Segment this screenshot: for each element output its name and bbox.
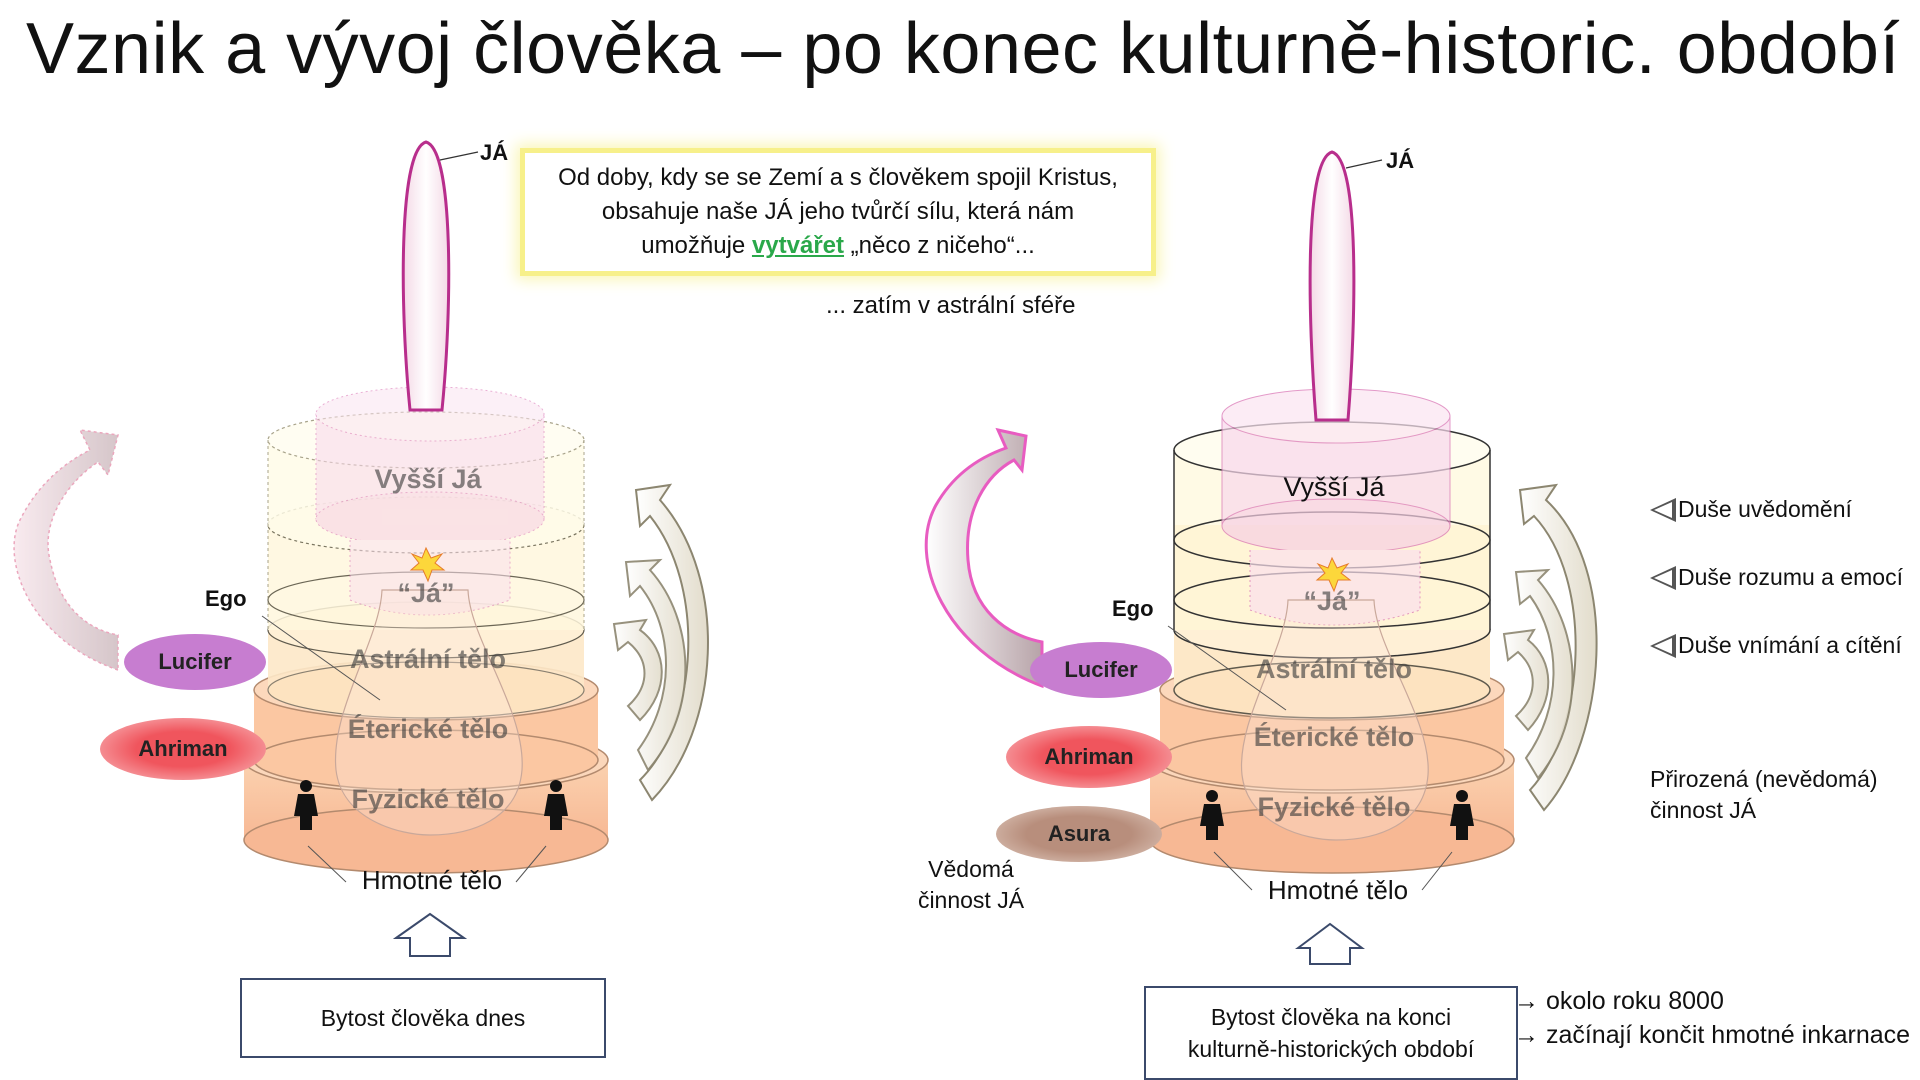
ja-flame-left: [401, 140, 451, 412]
layer-label-astral-right: Astrální tělo: [1255, 654, 1413, 684]
christ-callout-box: Od doby, kdy se se Zemí a s člověkem spo…: [520, 148, 1156, 276]
layer-label-physical-left: Fyzické tělo: [351, 784, 505, 814]
ja-label-right: JÁ: [1386, 148, 1415, 173]
timeline-notes: → okolo roku 8000 → začínají končit hmot…: [1514, 984, 1910, 1052]
person-icon-left-b: [544, 780, 568, 830]
ja-flame-right: [1308, 150, 1356, 422]
glass-bulb-left: [334, 589, 523, 836]
astral-sphere-note: ... zatím v astrální sféře: [826, 292, 1076, 319]
callout-line-3-end: „něco z ničeho“...: [844, 232, 1035, 259]
cream-arrow-small: [612, 618, 663, 722]
ja-label-left: JÁ: [480, 140, 509, 165]
up-arrow-left: [392, 912, 468, 957]
cream-arrows-right: [1502, 483, 1598, 812]
layer-label-vyssi-ja-right: Vyšší Já: [1283, 472, 1385, 502]
left-diagram-graphic: [13, 140, 709, 957]
human-today-box: Bytost člověka dnes: [240, 978, 606, 1058]
soul-item-sentient: Duše vnímání a cítění: [1650, 632, 1902, 659]
asura-ellipse-right: Asura: [996, 806, 1162, 862]
timeline-note-year: → okolo roku 8000: [1514, 987, 1724, 1015]
soul-item-label: Duše uvědomění: [1678, 496, 1852, 522]
timeline-note-incarnations: → začínají končit hmotné inkarnace: [1514, 1021, 1911, 1049]
ego-label-right: Ego: [1112, 596, 1154, 621]
triangle-left-icon: [1650, 497, 1676, 522]
cream-arrows-left: [612, 483, 709, 802]
ahriman-ellipse-right: Ahriman: [1006, 726, 1172, 788]
soul-item-label: Duše vnímání a cítění: [1678, 632, 1902, 658]
callout-line-3-start: umožňuje: [641, 232, 752, 259]
lucifer-outflow-arrow-right: [924, 427, 1044, 689]
cream-arrow-small-right: [1502, 628, 1550, 732]
natural-activity-line-2: činnost JÁ: [1650, 797, 1757, 823]
layer-label-astral-left: Astrální tělo: [349, 644, 507, 674]
layer-label-vyssi-ja-left: Vyšší Já: [374, 464, 482, 494]
star-spark-left: [409, 546, 446, 583]
page-title: Vznik a vývoj člověka – po konec kulturn…: [26, 9, 1900, 89]
layer-label-physical-right: Fyzické tělo: [1257, 792, 1411, 822]
person-icon-left-a: [294, 780, 318, 830]
layer-label-ja-inner-left: “Já”: [397, 578, 455, 608]
human-today-text: Bytost člověka dnes: [320, 1005, 526, 1031]
triangle-left-icon: [1650, 565, 1676, 590]
material-body-label-left: Hmotné tělo: [361, 865, 503, 895]
pink-curved-arrow-shape: [13, 429, 119, 672]
human-end-box-line-2: kulturně-historických období: [1187, 1036, 1475, 1062]
pink-inner-cylinder-right: [1221, 388, 1451, 626]
callout-highlight-word: vytvářet: [751, 232, 845, 259]
soul-item-label: Duše rozumu a emocí: [1678, 564, 1903, 590]
lucifer-ellipse-left: Lucifer: [124, 634, 266, 690]
conscious-activity-line-1: Vědomá: [928, 856, 1014, 882]
layer-label-etheric-right: Éterické tělo: [1253, 722, 1415, 752]
star-spark-right: [1315, 556, 1352, 593]
conscious-activity-label: Vědomá činnost JÁ: [906, 854, 1036, 916]
up-arrow-right: [1295, 922, 1365, 965]
conscious-activity-line-2: činnost JÁ: [917, 887, 1025, 913]
natural-activity-line-1: Přirozená (nevědomá): [1650, 766, 1878, 792]
right-diagram-graphic: [924, 150, 1598, 965]
glass-bulb-right: [1240, 599, 1429, 841]
right-diagram-end-of-periods: JÁ Vyšší Já “Já” Astrální tělo Éterické …: [906, 130, 1920, 1080]
material-body-label-right: Hmotné tělo: [1267, 875, 1409, 905]
human-end-periods-box: Bytost člověka na konci kulturně-histori…: [1144, 986, 1518, 1080]
left-diagram-human-today: JÁ Vyšší Já “Já” Astrální tělo Éterické …: [0, 130, 760, 1080]
pink-inner-cylinder: [315, 386, 545, 616]
cream-arrow-medium: [624, 558, 687, 772]
cream-arrow-medium-right: [1514, 568, 1574, 780]
ego-label-left: Ego: [205, 586, 247, 611]
triangle-left-icon: [1650, 633, 1676, 658]
callout-line-3: umožňuje vytvářet „něco z ničeho“...: [641, 229, 1035, 263]
layer-label-ja-inner-right: “Já”: [1303, 586, 1361, 616]
ahriman-ellipse-left: Ahriman: [100, 718, 266, 780]
soul-item-consciousness: Duše uvědomění: [1650, 496, 1852, 523]
callout-line-2: obsahuje naše JÁ jeho tvůrčí sílu, která…: [601, 198, 1075, 225]
person-icon-right-a: [1200, 790, 1224, 840]
lucifer-outflow-arrow: [13, 429, 119, 672]
lucifer-ellipse-right: Lucifer: [1030, 642, 1172, 698]
callout-line-1: Od doby, kdy se se Zemí a s člověkem spo…: [558, 164, 1118, 191]
natural-activity-label: Přirozená (nevědomá) činnost JÁ: [1650, 764, 1878, 826]
layer-label-etheric-left: Éterické tělo: [347, 714, 509, 744]
human-end-box-line-1: Bytost člověka na konci: [1210, 1004, 1452, 1030]
person-icon-right-b: [1450, 790, 1474, 840]
soul-item-intellect: Duše rozumu a emocí: [1650, 564, 1903, 591]
